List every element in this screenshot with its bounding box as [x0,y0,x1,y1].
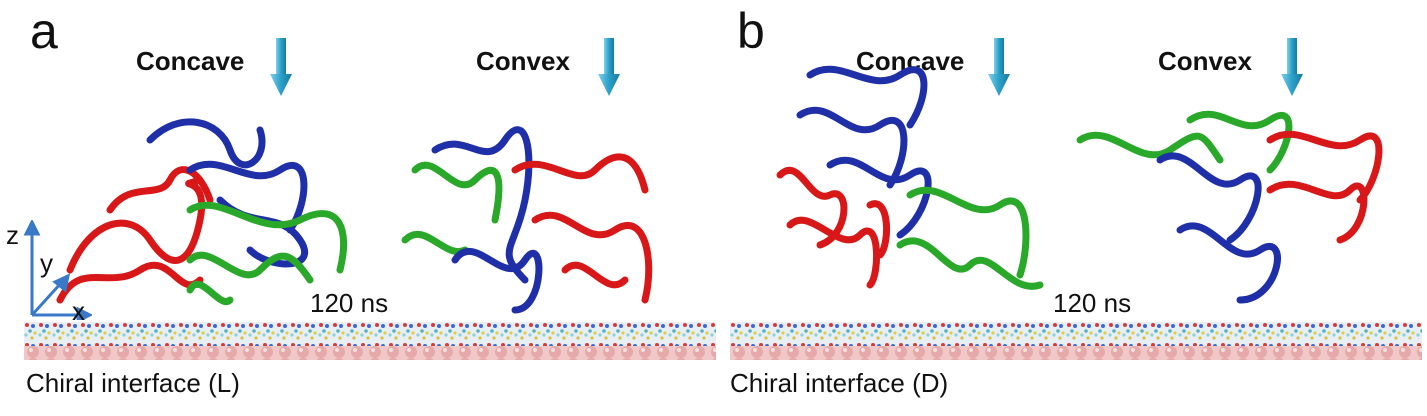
convex-label: Convex [476,46,570,76]
down-arrow-icon [1281,38,1303,96]
panel-letter: a [30,3,58,59]
time-label: 120 ns [310,288,389,318]
concave-label: Concave [136,46,245,76]
interface-label: Chiral interface (L) [26,368,240,398]
panel-letter: b [737,3,765,59]
membrane-surface [24,322,716,360]
time-label: 120 ns [1053,288,1132,318]
membrane-surface [730,322,1422,360]
interface-label: Chiral interface (D) [730,368,949,398]
down-arrow-icon [988,38,1010,96]
protein-structure-convex [1076,110,1383,304]
down-arrow-icon [598,38,620,96]
protein-structure-concave [56,118,348,306]
panel-b: b Concave Convex 120 ns [715,0,1427,416]
protein-structure-convex [401,126,653,314]
axis-x-label: x [72,296,85,326]
axis-z-label: z [6,220,19,250]
protein-structure-concave [776,65,1044,290]
convex-label: Convex [1158,46,1252,76]
panel-a: a Concave Convex [6,3,716,398]
down-arrow-icon [270,38,292,96]
coordinate-axes-icon [23,220,92,320]
axis-y-label: y [40,248,53,278]
